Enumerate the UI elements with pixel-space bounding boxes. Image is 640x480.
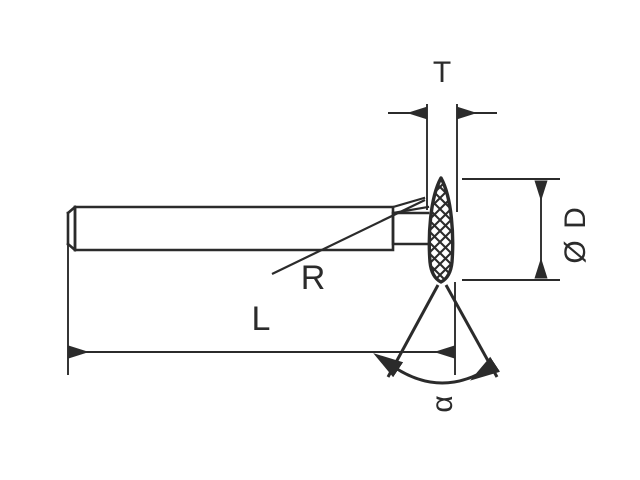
diameter-label-group: Ø D bbox=[559, 207, 592, 264]
thickness-dimension-group bbox=[388, 104, 497, 212]
shank-outline bbox=[73, 205, 395, 252]
angle-leg-left bbox=[386, 284, 440, 378]
angle-leg-right bbox=[444, 284, 499, 378]
angle-label-group: α bbox=[426, 395, 459, 412]
diameter-dimension-group bbox=[462, 178, 560, 281]
head-outline bbox=[427, 176, 455, 284]
diameter-symbol: Ø bbox=[559, 240, 592, 263]
radius-leader-group bbox=[271, 199, 426, 275]
angle-arc-dimension bbox=[373, 353, 501, 385]
knurled-head bbox=[427, 176, 455, 284]
radius-leader-line bbox=[271, 199, 426, 275]
length-label: L bbox=[252, 300, 271, 338]
knurl-hatch-fill bbox=[429, 178, 453, 282]
angle-dimension-group bbox=[373, 284, 501, 385]
shank-chamfer-left bbox=[66, 205, 77, 252]
length-dimension-group bbox=[67, 215, 456, 375]
radius-label: R bbox=[301, 259, 326, 297]
thickness-label: T bbox=[433, 56, 451, 89]
angle-label: α bbox=[426, 395, 459, 412]
neck-outline bbox=[391, 211, 430, 246]
diameter-letter: D bbox=[559, 207, 592, 229]
